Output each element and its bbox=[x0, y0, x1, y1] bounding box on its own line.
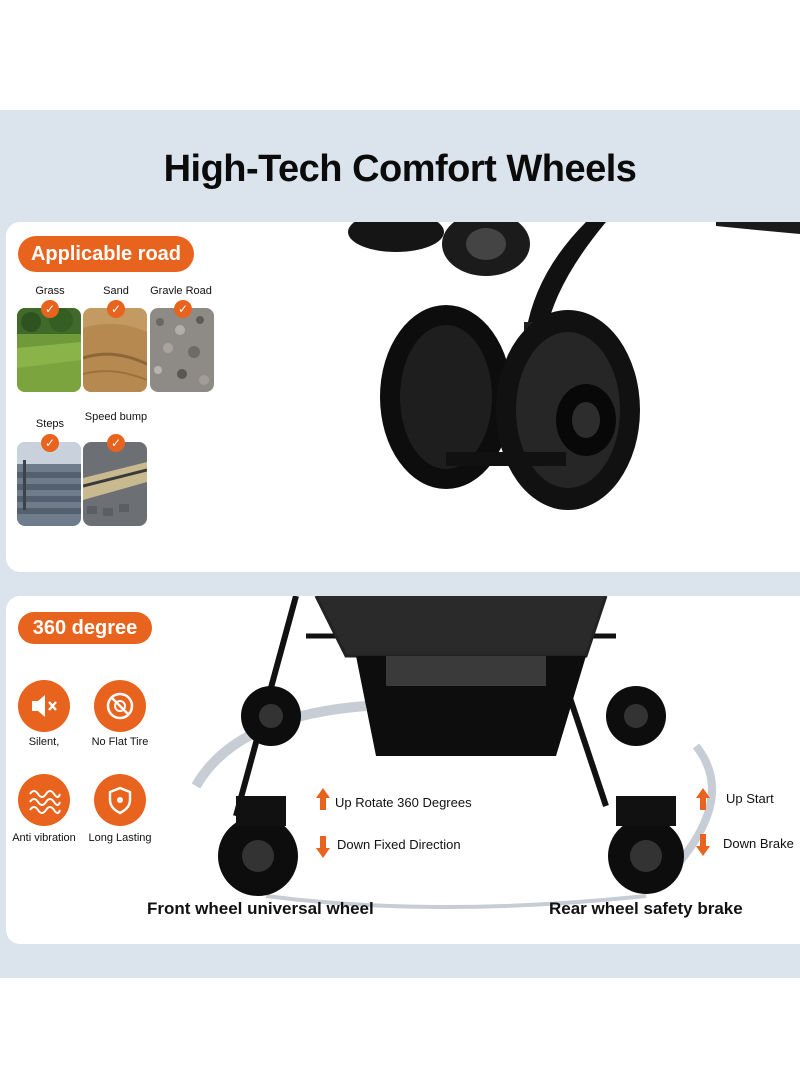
front-wheel-illustration bbox=[348, 222, 800, 510]
up-arrow-icon bbox=[696, 788, 710, 810]
mute-speaker-icon bbox=[18, 680, 70, 732]
sand-photo bbox=[83, 308, 147, 392]
applicable-road-panel: Applicable road Grass Sand Gravle Road S… bbox=[6, 222, 800, 572]
front-up-caption: Up Rotate 360 Degrees bbox=[335, 795, 472, 810]
page-title: High-Tech Comfort Wheels bbox=[163, 148, 637, 190]
no-flat-tire-icon bbox=[94, 680, 146, 732]
feature-label-silent: Silent, bbox=[28, 736, 60, 748]
up-arrow-icon bbox=[316, 788, 330, 810]
check-icon: ✓ bbox=[174, 300, 192, 318]
road-label-sand: Sand bbox=[103, 285, 129, 297]
check-icon: ✓ bbox=[41, 300, 59, 318]
down-arrow-icon bbox=[696, 834, 710, 856]
rear-wheel-label: Rear wheel safety brake bbox=[549, 899, 743, 918]
front-wheel-label: Front wheel universal wheel bbox=[147, 899, 374, 918]
road-label-gravel: Gravle Road bbox=[150, 285, 212, 297]
front-down-caption: Down Fixed Direction bbox=[337, 837, 461, 852]
speed-bump-photo bbox=[83, 442, 147, 526]
rear-down-caption: Down Brake bbox=[723, 836, 794, 851]
feature-label-no-flat-tire: No Flat Tire bbox=[91, 736, 149, 748]
grass-photo bbox=[17, 308, 81, 392]
features-panel: 360 degree Silent, No Flat Tire Anti vib… bbox=[6, 596, 800, 944]
shield-icon bbox=[94, 774, 146, 826]
check-icon: ✓ bbox=[107, 434, 125, 452]
360-degree-badge: 360 degree bbox=[18, 612, 152, 644]
check-icon: ✓ bbox=[41, 434, 59, 452]
applicable-road-badge: Applicable road bbox=[18, 236, 194, 272]
road-label-speed-bump: Speed bump bbox=[84, 411, 148, 423]
feature-label-long-lasting: Long Lasting bbox=[88, 832, 152, 844]
feature-label-anti-vibration: Anti vibration bbox=[12, 832, 76, 844]
rear-up-caption: Up Start bbox=[726, 791, 774, 806]
check-icon: ✓ bbox=[107, 300, 125, 318]
steps-photo bbox=[17, 442, 81, 526]
down-arrow-icon bbox=[316, 836, 330, 858]
stroller-base-illustration bbox=[191, 596, 716, 909]
road-label-steps: Steps bbox=[35, 418, 65, 430]
road-label-grass: Grass bbox=[35, 285, 65, 297]
gravel-photo bbox=[150, 308, 214, 392]
vibration-icon bbox=[18, 774, 70, 826]
